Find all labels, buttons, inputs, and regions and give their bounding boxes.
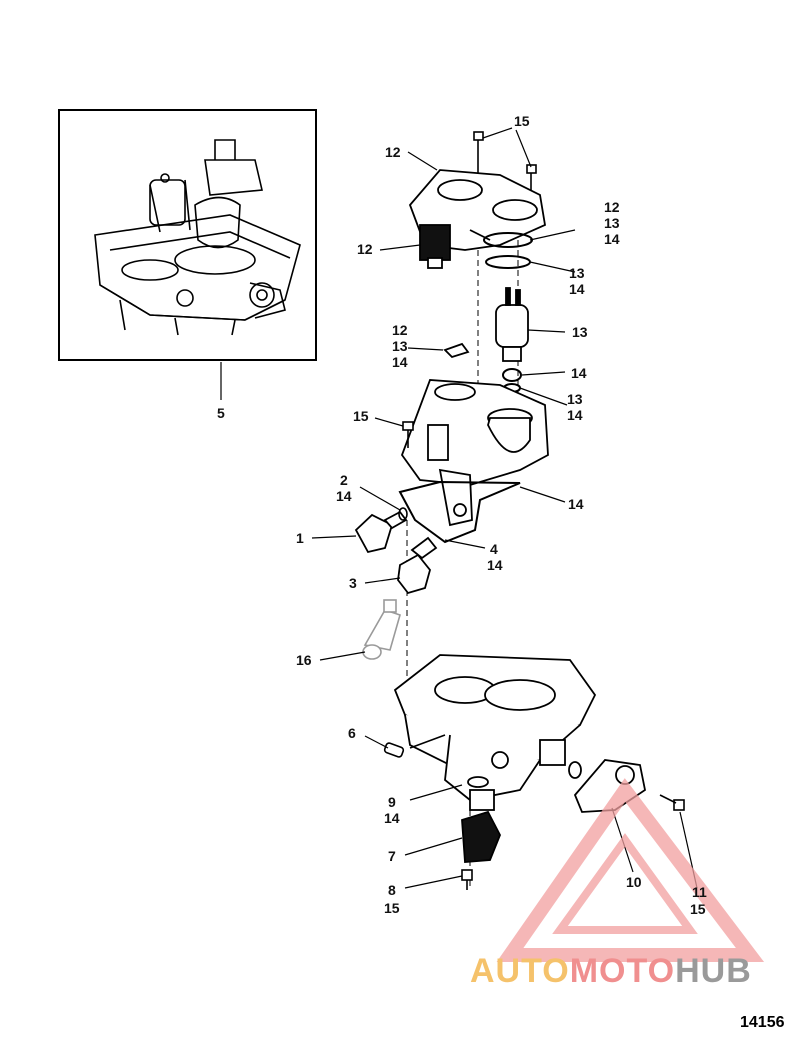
body-gasket-14 [398,480,521,544]
screw-11 [659,794,685,811]
small-gasket [443,342,470,359]
callout-labels: 15 12 12 13 14 12 13 14 13 12 13 14 14 1… [217,113,707,917]
throttle-body [393,654,597,801]
callout-14-f: 14 [336,488,352,504]
callout-9: 9 [388,794,396,810]
callout-6: 6 [348,725,356,741]
callout-13-b: 13 [569,265,585,281]
callout-14-a: 14 [604,231,620,247]
fuel-injector-13 [495,287,529,362]
callout-10: 10 [626,874,642,890]
callout-2: 2 [340,472,348,488]
callout-14-g: 14 [568,496,584,512]
seal-2 [398,507,408,521]
callout-12-d: 12 [392,322,408,338]
callout-8: 8 [388,882,396,898]
callout-14-d: 14 [571,365,587,381]
callout-13-c: 13 [572,324,588,340]
iac-valve-7 [461,776,501,863]
screw-8 [461,869,473,890]
callout-16: 16 [296,652,312,668]
callout-14-e: 14 [567,407,583,423]
fitting-3 [397,536,438,595]
leader-lines [311,127,698,889]
callout-3: 3 [349,575,357,591]
fuel-meter-cover [408,169,547,269]
callout-1: 1 [296,530,304,546]
callout-12-b: 12 [604,199,620,215]
figure-number: 14156 [740,1014,785,1031]
fitting-1 [354,510,408,554]
assembled-view-inset [58,109,317,400]
callout-14-b: 14 [569,281,585,297]
callout-13-e: 13 [567,391,583,407]
callout-5: 5 [217,405,225,421]
callout-14-h: 14 [487,557,503,573]
callout-14-c: 14 [392,354,408,370]
callout-15-mid: 15 [353,408,369,424]
callout-11: 11 [692,884,707,900]
callout-12-c: 12 [357,241,373,257]
sensor-16 [362,599,401,660]
watermark-part-moto: MOTO [569,952,676,990]
watermark-logo-text: AUTOMOTOHUB [470,952,752,991]
callout-15-low: 15 [384,900,400,916]
callout-4: 4 [490,541,498,557]
callout-14-i: 14 [384,810,400,826]
callout-12-a: 12 [385,144,401,160]
callout-15-top: 15 [514,113,530,129]
callout-13-d: 13 [392,338,408,354]
fuel-meter-body [400,379,549,527]
callout-13-a: 13 [604,215,620,231]
watermark-triangle [496,778,765,962]
callout-7: 7 [388,848,396,864]
callout-15-right: 15 [690,901,706,917]
watermark-part-auto: AUTO [470,952,570,990]
watermark-part-hub: HUB [675,952,752,990]
